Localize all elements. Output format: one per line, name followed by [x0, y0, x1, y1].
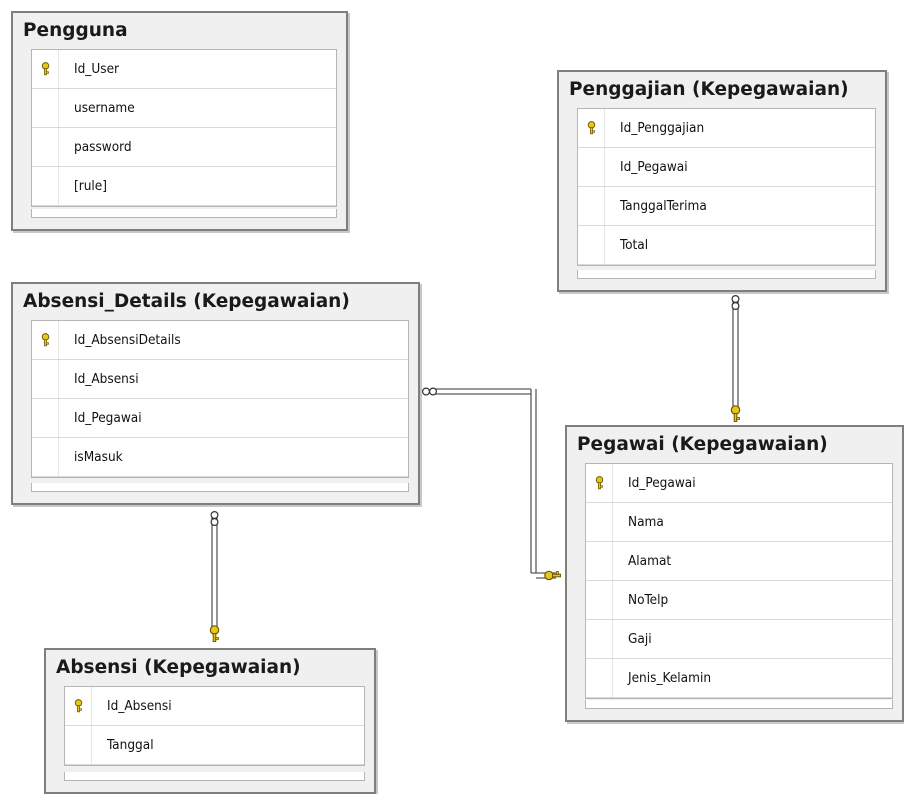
- table-title[interactable]: Pengguna: [23, 20, 128, 41]
- primary-key-icon: [41, 333, 49, 347]
- key-cell: [32, 360, 59, 398]
- key-end-icon: [544, 570, 562, 581]
- column-name: username: [74, 100, 135, 116]
- column-row[interactable]: Tanggal: [65, 726, 364, 765]
- column-row[interactable]: Nama: [586, 503, 892, 542]
- key-cell: [32, 128, 59, 166]
- relationship-penggajian-pegawai[interactable]: [730, 295, 741, 423]
- key-cell: [586, 542, 613, 580]
- column-row[interactable]: password: [32, 128, 336, 167]
- column-name: Nama: [628, 514, 664, 530]
- column-row[interactable]: [rule]: [32, 167, 336, 206]
- column-row[interactable]: Id_Pegawai: [586, 464, 892, 503]
- key-cell: [578, 187, 605, 225]
- infinity-end-icon: [422, 387, 431, 396]
- table-title[interactable]: Penggajian (Kepegawaian): [569, 79, 849, 100]
- table-footer: [31, 483, 409, 492]
- key-cell: [586, 620, 613, 658]
- relationship-absensi-details-absensi[interactable]: [209, 511, 220, 643]
- primary-key-icon: [587, 121, 595, 135]
- key-cell: [32, 167, 59, 205]
- column-name: Id_User: [74, 61, 120, 77]
- key-cell: [32, 50, 59, 88]
- primary-key-icon: [74, 699, 82, 713]
- table-footer: [31, 209, 337, 218]
- column-name: NoTelp: [628, 592, 669, 608]
- column-name: Id_Pegawai: [620, 159, 688, 175]
- column-row[interactable]: isMasuk: [32, 438, 408, 477]
- key-cell: [32, 89, 59, 127]
- key-end-icon: [730, 405, 741, 423]
- column-name: [rule]: [74, 178, 108, 194]
- table-title[interactable]: Absensi (Kepegawaian): [56, 657, 301, 678]
- key-cell: [586, 659, 613, 697]
- primary-key-icon: [41, 62, 49, 76]
- column-row[interactable]: username: [32, 89, 336, 128]
- column-row[interactable]: Alamat: [586, 542, 892, 581]
- column-row[interactable]: Id_Penggajian: [578, 109, 875, 148]
- key-cell: [32, 399, 59, 437]
- key-cell: [578, 148, 605, 186]
- key-cell: [586, 464, 613, 502]
- key-end-icon: [209, 625, 220, 643]
- table-title[interactable]: Pegawai (Kepegawaian): [577, 434, 828, 455]
- column-row[interactable]: Id_Absensi: [65, 687, 364, 726]
- column-name: Total: [620, 237, 649, 253]
- table-footer: [577, 270, 876, 279]
- key-cell: [586, 503, 613, 541]
- key-cell: [32, 438, 59, 476]
- column-row[interactable]: Gaji: [586, 620, 892, 659]
- column-row[interactable]: Total: [578, 226, 875, 265]
- key-cell: [65, 726, 92, 764]
- table-footer: [585, 700, 893, 709]
- infinity-end-icon: [731, 295, 740, 304]
- infinity-end-icon: [210, 511, 219, 520]
- column-name: Alamat: [628, 553, 672, 569]
- column-name: TanggalTerima: [620, 198, 707, 214]
- column-row[interactable]: Id_Pegawai: [578, 148, 875, 187]
- column-name: Tanggal: [107, 737, 154, 753]
- column-row[interactable]: Id_Absensi: [32, 360, 408, 399]
- key-cell: [586, 581, 613, 619]
- key-cell: [578, 226, 605, 264]
- relationship-absensi-details-pegawai[interactable]: [422, 387, 562, 581]
- column-row[interactable]: TanggalTerima: [578, 187, 875, 226]
- column-name: Id_Absensi: [74, 371, 139, 387]
- key-cell: [578, 109, 605, 147]
- column-name: Id_AbsensiDetails: [74, 332, 181, 348]
- column-row[interactable]: Jenis_Kelamin: [586, 659, 892, 698]
- primary-key-icon: [595, 476, 603, 490]
- column-name: password: [74, 139, 132, 155]
- table-title[interactable]: Absensi_Details (Kepegawaian): [23, 291, 350, 312]
- column-name: Id_Absensi: [107, 698, 172, 714]
- column-name: Gaji: [628, 631, 652, 647]
- column-name: isMasuk: [74, 449, 123, 465]
- table-pengguna[interactable]: Pengguna Id_User username password [rule]: [11, 11, 348, 231]
- table-absensi-details[interactable]: Absensi_Details (Kepegawaian) Id_Absensi…: [11, 282, 420, 505]
- key-cell: [32, 321, 59, 359]
- key-cell: [65, 687, 92, 725]
- column-name: Id_Pegawai: [628, 475, 696, 491]
- column-list: Id_User username password [rule]: [31, 49, 337, 207]
- column-name: Id_Pegawai: [74, 410, 142, 426]
- table-footer: [64, 772, 365, 781]
- column-row[interactable]: Id_Pegawai: [32, 399, 408, 438]
- column-name: Id_Penggajian: [620, 120, 705, 136]
- column-row[interactable]: NoTelp: [586, 581, 892, 620]
- column-name: Jenis_Kelamin: [628, 670, 712, 686]
- column-row[interactable]: Id_AbsensiDetails: [32, 321, 408, 360]
- column-row[interactable]: Id_User: [32, 50, 336, 89]
